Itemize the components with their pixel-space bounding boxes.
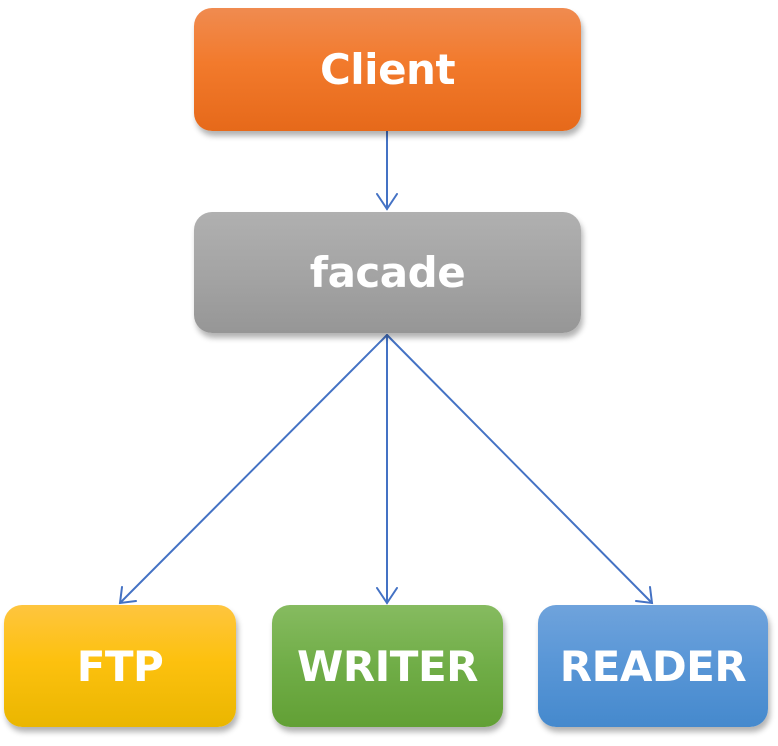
writer-node: WRITER <box>272 605 503 727</box>
facade-node: facade <box>194 212 581 333</box>
ftp-node: FTP <box>4 605 236 727</box>
reader-node: READER <box>538 605 768 727</box>
client-node: Client <box>194 8 581 131</box>
arrow-facade-reader <box>386 334 654 605</box>
arrow-client-facade <box>376 130 398 211</box>
arrow-facade-ftp <box>118 334 388 605</box>
arrow-facade-writer <box>376 334 398 605</box>
